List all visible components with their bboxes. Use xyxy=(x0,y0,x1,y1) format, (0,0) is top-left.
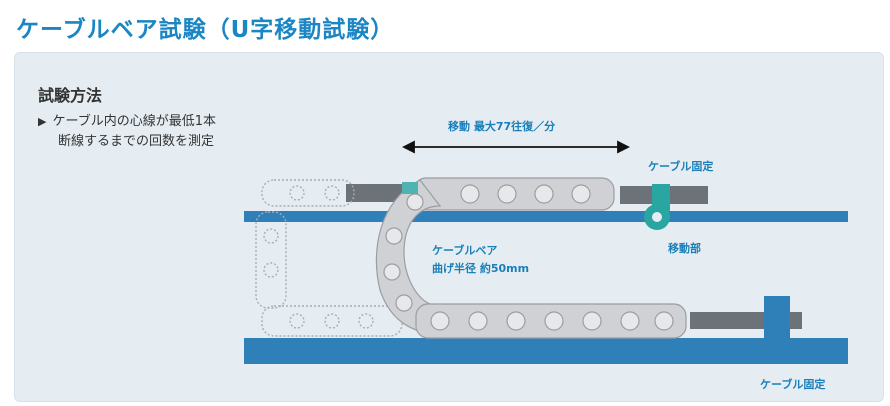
upper-rail xyxy=(244,211,848,222)
method-description-line2: 断線するまでの回数を測定 xyxy=(58,134,215,149)
moving-part-label: 移動部 xyxy=(668,242,701,255)
method-description-line1: ▶ ケーブル内の心線が最低1本 xyxy=(38,110,216,129)
cable-fixed-top-label: ケーブル固定 xyxy=(648,160,714,173)
method-heading: 試験方法 xyxy=(38,86,103,105)
movement-arrow-icon xyxy=(401,140,631,154)
cable-fixed-bottom-label: ケーブル固定 xyxy=(760,378,826,391)
bottom-fixing-block xyxy=(764,296,790,338)
moving-part-icon xyxy=(644,184,670,230)
bend-radius-label: 曲げ半径 約50mm xyxy=(432,262,530,275)
upper-cable-left xyxy=(346,184,408,202)
method-line1-text: ケーブル内の心線が最低1本 xyxy=(52,114,216,129)
bullet-arrow-icon: ▶ xyxy=(38,115,47,128)
page-title: ケーブルベア試験（U字移動試験） xyxy=(16,17,395,43)
lower-rail xyxy=(244,338,848,364)
movement-label: 移動 最大77往復／分 xyxy=(448,120,556,133)
chain-link-circles xyxy=(383,184,674,331)
cable-bear-label: ケーブルベア xyxy=(432,244,498,257)
upper-fixture-left xyxy=(402,182,418,194)
